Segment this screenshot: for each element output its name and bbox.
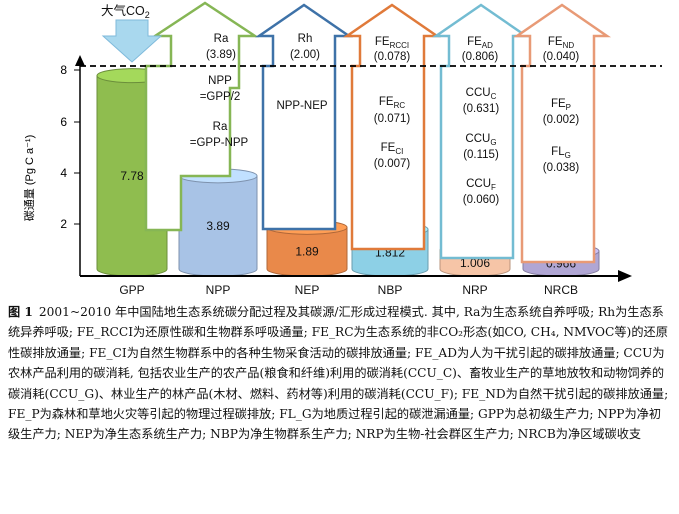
arrows-layer (144, 1, 612, 264)
bar-npp: 3.89 (178, 168, 258, 277)
caption-label: 图 1 (8, 305, 33, 319)
nep-arrow-text: FERCCI (0.078) FERC (0.071) FECI (0.007) (374, 36, 411, 170)
y-axis-label: 碳通量 (Pg C a⁻¹) (22, 135, 36, 221)
npp-arrow (254, 3, 354, 231)
gpp-npp-formula: =GPP/2 (200, 91, 241, 103)
nbp-ccu-g-value: (0.115) (463, 149, 499, 161)
nep-fe-ci: FECI (381, 142, 404, 156)
nbp-ccu-c-value: (0.631) (463, 103, 500, 115)
y-tick-6: 6 (60, 115, 67, 129)
nep-fe-rcci-value: (0.078) (374, 51, 411, 63)
nrp-fl-g: FLG (551, 146, 571, 160)
gpp-npp-label: NPP (208, 75, 232, 87)
nbp-ccu-f-value: (0.060) (463, 194, 500, 206)
nbp-ccu-f: CCUF (466, 178, 496, 192)
gpp-ra2-label: Ra (213, 121, 228, 133)
npp-nep-formula: NPP-NEP (276, 100, 327, 112)
bar-value-label-npp: 3.89 (206, 219, 230, 233)
nep-fe-rcci: FERCCI (375, 36, 409, 50)
nbp-ccu-g: CCUG (465, 133, 496, 147)
nbp-arrow-text: FEAD (0.806) CCUC (0.631) CCUG (0.115) C… (462, 36, 500, 206)
nep-fe-rc: FERC (379, 96, 405, 110)
category-label-nep: NEP (295, 283, 320, 297)
gpp-ra2-formula: =GPP-NPP (190, 137, 249, 149)
nrp-arrow-text: FEND (0.040) FEP (0.002) FLG (0.038) (543, 36, 580, 174)
category-label-gpp: GPP (119, 283, 144, 297)
caption-text: 2001~2010 年中国陆地生态系统碳分配过程及其碳源/汇形成过程模式. 其中… (8, 305, 669, 442)
bar-value-label-nrp: 1.006 (460, 256, 490, 270)
gpp-arrow-fill (144, 1, 260, 232)
atmosphere-arrow: 大气CO2 (101, 3, 163, 63)
category-labels: GPP NPP NEP NBP NRP NRCB (119, 283, 578, 297)
y-tick-4: 4 (60, 166, 67, 180)
nbp-ccu-c: CCUC (466, 87, 497, 101)
gpp-ra-label: Ra (214, 33, 229, 45)
category-label-npp: NPP (206, 283, 231, 297)
nrp-fe-p: FEP (551, 98, 571, 112)
nbp-fe-ad-value: (0.806) (462, 51, 499, 63)
bar-value-label-nep: 1.89 (295, 245, 319, 259)
nep-fe-rc-value: (0.071) (374, 113, 411, 125)
nrp-fe-nd: FEND (548, 36, 574, 50)
npp-rh-value: (2.00) (290, 49, 320, 61)
y-tick-2: 2 (60, 217, 67, 231)
gpp-arrow-text: Ra (3.89) NPP =GPP/2 Ra =GPP-NPP (190, 33, 249, 149)
bar-value-label-gpp: 7.78 (120, 169, 144, 183)
npp-arrow-text: Rh (2.00) NPP-NEP (276, 33, 327, 112)
nrp-fe-nd-value: (0.040) (543, 51, 580, 63)
y-tick-8: 8 (60, 63, 67, 77)
nep-fe-ci-value: (0.007) (374, 158, 411, 170)
nrp-fe-p-value: (0.002) (543, 114, 580, 126)
y-axis-arrowhead (75, 55, 85, 66)
x-axis-arrowhead (618, 270, 632, 282)
npp-rh-label: Rh (298, 33, 313, 45)
nbp-fe-ad: FEAD (467, 36, 493, 50)
category-label-nbp: NBP (378, 283, 403, 297)
axes: 2 4 6 8 碳通量 (Pg C a⁻¹) (22, 55, 632, 282)
nrp-fl-g-value: (0.038) (543, 162, 580, 174)
category-label-nrp: NRP (462, 283, 487, 297)
gpp-ra-value: (3.89) (206, 49, 236, 61)
category-label-nrcb: NRCB (544, 283, 578, 297)
atmosphere-label: 大气CO2 (101, 3, 150, 20)
atmosphere-arrow-shape (101, 19, 163, 63)
